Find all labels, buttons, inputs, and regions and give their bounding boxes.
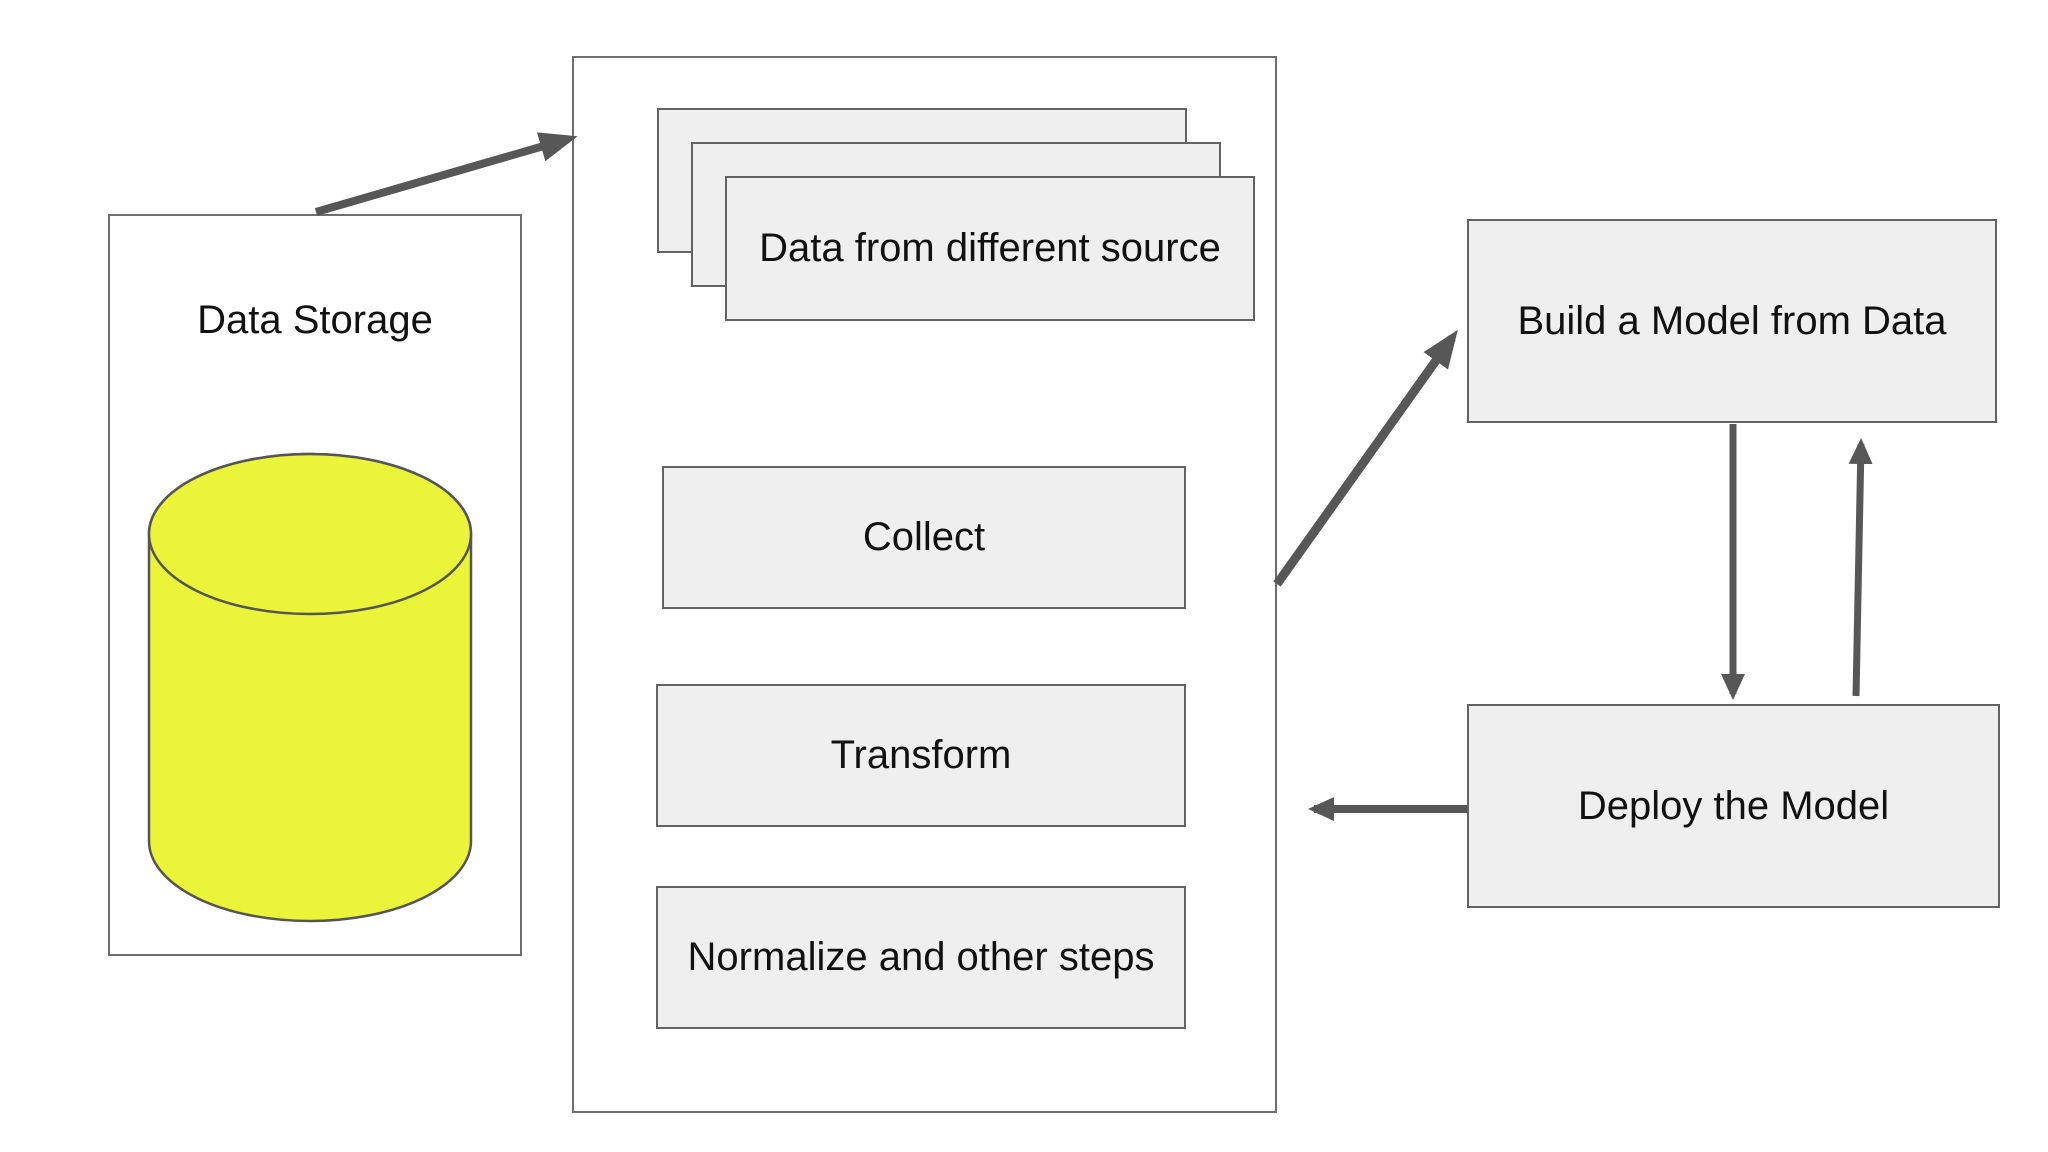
build-model-box: Build a Model from Data <box>1467 219 1997 423</box>
arrow-pipeline-to-build <box>1273 329 1458 587</box>
source-stack-card-front: Data from different source <box>725 176 1255 321</box>
arrow-deploy-to-build <box>1848 438 1873 697</box>
collect-box: Collect <box>662 466 1186 609</box>
transform-label: Transform <box>830 733 1012 777</box>
deploy-model-box: Deploy the Model <box>1467 704 2000 908</box>
data-storage-box: Data Storage <box>108 214 522 956</box>
transform-box: Transform <box>656 684 1186 827</box>
collect-label: Collect <box>862 515 986 559</box>
source-stack-label: Data from different source <box>759 226 1221 270</box>
arrow-storage-to-pipeline <box>314 132 578 216</box>
build-model-label: Build a Model from Data <box>1517 298 1947 343</box>
normalize-label: Normalize and other steps <box>687 935 1155 979</box>
deploy-model-label: Deploy the Model <box>1577 783 1890 828</box>
normalize-box: Normalize and other steps <box>656 886 1186 1029</box>
data-storage-label: Data Storage <box>197 298 433 342</box>
